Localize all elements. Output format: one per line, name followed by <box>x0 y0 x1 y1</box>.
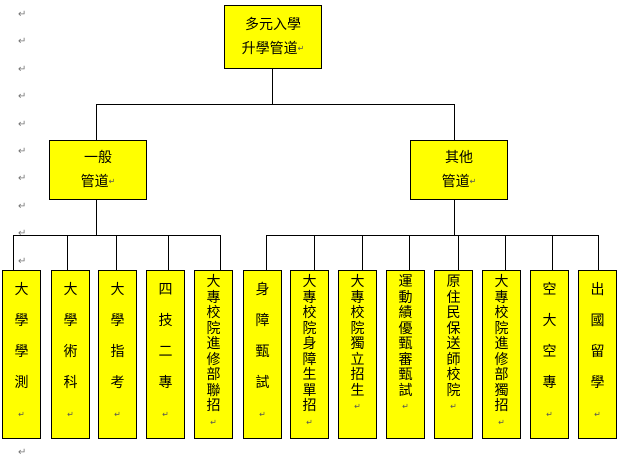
branch-other-line-1: 其他 <box>444 150 473 166</box>
leaf-label: 運動績優甄審甄試↵ <box>398 274 413 411</box>
general-leaf-drop-3 <box>116 235 117 270</box>
leaf-node: 出國留學↵ <box>578 270 617 439</box>
paragraph-mark-icon: ↵ <box>18 63 27 75</box>
leaf-node: 大專校院身障生單招↵ <box>290 270 329 439</box>
paragraph-mark-icon: ↵ <box>259 410 266 419</box>
paragraph-mark-icon: ↵ <box>108 177 116 186</box>
root-line-1: 多元入學 <box>244 17 301 33</box>
paragraph-mark-icon: ↵ <box>402 402 409 411</box>
leaf-label: 出國留學↵ <box>590 282 605 419</box>
general-leaf-drop-4 <box>168 235 169 270</box>
paragraph-mark-icon: ↵ <box>498 417 505 427</box>
leaf-node: 身障甄試↵ <box>243 270 282 439</box>
paragraph-mark-icon: ↵ <box>450 402 457 411</box>
paragraph-mark-icon: ↵ <box>18 447 27 458</box>
general-leaf-drop-1 <box>13 235 14 270</box>
other-bar <box>266 235 599 236</box>
paragraph-mark-icon: ↵ <box>546 410 553 419</box>
other-leaf-drop-8 <box>598 235 599 270</box>
leaf-label: 大專校院獨立招生↵ <box>350 274 365 411</box>
other-leaf-drop-4 <box>409 235 410 270</box>
leaf-label: 身障甄試↵ <box>255 282 270 419</box>
branch-node-general: 一般 管道↵ <box>49 140 147 200</box>
leaf-label: 原住民保送師校院↵ <box>446 274 461 411</box>
paragraph-mark-icon: ↵ <box>18 146 27 157</box>
branch-other-line-2: 管道 <box>441 174 470 190</box>
general-leaf-drop-2 <box>67 235 68 270</box>
leaf-node: 大學學測↵ <box>2 270 41 439</box>
leaf-label: 大學術科↵ <box>63 282 78 419</box>
leaf-label: 四技二專↵ <box>158 282 173 419</box>
root-bar <box>96 104 454 105</box>
leaf-label: 空大空專↵ <box>542 282 557 419</box>
paragraph-mark-icon: ↵ <box>354 402 361 411</box>
general-leaf-drop-5 <box>220 235 221 270</box>
paragraph-mark-icon: ↵ <box>18 410 25 419</box>
paragraph-mark-icon: ↵ <box>469 177 477 186</box>
paragraph-mark-icon: ↵ <box>18 173 27 185</box>
paragraph-mark-icon: ↵ <box>18 228 27 240</box>
paragraph-mark-icon: ↵ <box>18 200 27 212</box>
leaf-label: 大專校院進修部聯招↵ <box>206 274 221 427</box>
general-drop <box>96 104 97 140</box>
leaf-node: 大專校院獨立招生↵ <box>338 270 377 439</box>
other-leaf-drop-3 <box>362 235 363 270</box>
leaf-node: 原住民保送師校院↵ <box>434 270 473 439</box>
other-leaf-drop-6 <box>505 235 506 270</box>
paragraph-mark-icon: ↵ <box>210 417 217 427</box>
leaf-node: 大學術科↵ <box>51 270 90 439</box>
paragraph-mark-icon: ↵ <box>162 410 169 419</box>
leaf-node: 空大空專↵ <box>530 270 569 439</box>
other-leaf-drop-7 <box>552 235 553 270</box>
other-leaf-drop-5 <box>458 235 459 270</box>
leaf-label: 大專校院身障生單招↵ <box>302 274 317 427</box>
paragraph-mark-icon: ↵ <box>306 417 313 427</box>
branch-general-line-1: 一般 <box>83 150 112 166</box>
other-stem <box>454 199 455 235</box>
root-line-2: 升學管道 <box>241 41 298 57</box>
branch-node-other: 其他 管道↵ <box>410 140 508 200</box>
branch-general-line-2: 管道 <box>80 174 109 190</box>
paragraph-mark-icon: ↵ <box>297 44 305 53</box>
paragraph-mark-icon: ↵ <box>18 91 27 103</box>
leaf-node: 運動績優甄審甄試↵ <box>386 270 425 439</box>
leaf-label: 大專校院進修部獨招↵ <box>494 274 509 427</box>
general-bar <box>13 235 221 236</box>
root-stem <box>272 68 273 104</box>
paragraph-mark-icon: ↵ <box>18 36 27 48</box>
paragraph-mark-icon: ↵ <box>18 9 27 20</box>
leaf-node: 大專校院進修部聯招↵ <box>194 270 233 439</box>
leaf-node: 大學指考↵ <box>98 270 137 439</box>
paragraph-mark-icon: ↵ <box>114 410 121 419</box>
general-stem <box>96 199 97 235</box>
paragraph-mark-icon: ↵ <box>67 410 74 419</box>
other-leaf-drop-2 <box>314 235 315 270</box>
paragraph-mark-icon: ↵ <box>18 118 27 130</box>
other-drop <box>454 104 455 140</box>
other-leaf-drop-1 <box>266 235 267 270</box>
leaf-label: 大學學測↵ <box>14 282 29 419</box>
root-node: 多元入學 升學管道↵ <box>224 5 322 69</box>
paragraph-mark-icon: ↵ <box>594 410 601 419</box>
paragraph-mark-icon: ↵ <box>18 255 27 267</box>
leaf-node: 四技二專↵ <box>146 270 185 439</box>
leaf-node: 大專校院進修部獨招↵ <box>482 270 521 439</box>
leaf-label: 大學指考↵ <box>110 282 125 419</box>
